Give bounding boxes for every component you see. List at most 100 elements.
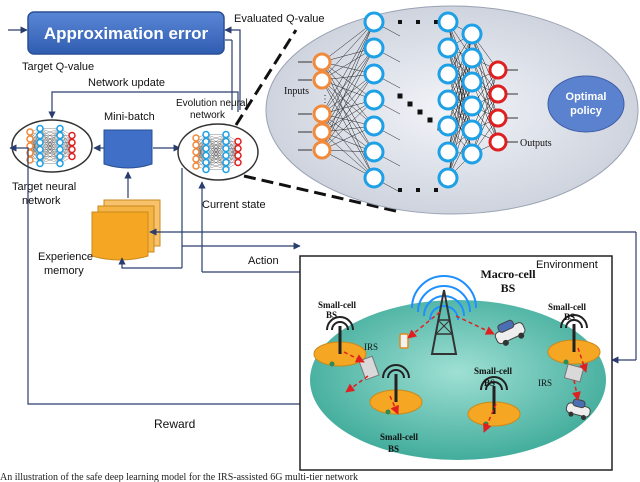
experience-memory	[91, 199, 161, 261]
nn-node	[26, 128, 34, 136]
car-icon	[494, 319, 526, 346]
nn-node	[363, 167, 385, 189]
macro-cell-tower-icon	[411, 275, 477, 355]
nn-node	[234, 137, 242, 146]
nn-node	[202, 151, 210, 160]
user-icon	[385, 409, 391, 415]
nn-node	[68, 138, 76, 147]
nn-node	[202, 158, 210, 167]
nn-node	[202, 144, 210, 153]
macro-cell-label-2: BS	[501, 281, 516, 295]
small-cell-label-d: Small-cell	[380, 432, 418, 442]
nn-node	[488, 84, 508, 104]
nn-node	[36, 145, 44, 154]
small-cell-bs-label-b: BS	[564, 312, 575, 322]
target-neural-network	[11, 119, 93, 173]
nn-node	[312, 52, 332, 72]
nn-node	[192, 162, 200, 170]
optimal-policy-label-1: Optimal	[566, 91, 607, 103]
nn-node	[312, 140, 332, 160]
nn-node	[488, 132, 508, 152]
small-cell-bs-label-c: BS	[484, 378, 495, 388]
irs-label-a: IRS	[364, 342, 378, 352]
svg-text:⋮: ⋮	[320, 94, 330, 105]
evaluated-q-label: Evaluated Q-value	[234, 13, 325, 25]
evolution-nn-label-2: network	[190, 110, 226, 121]
experience-label-2: memory	[44, 265, 84, 277]
nn-node	[363, 11, 385, 33]
nn-node	[56, 159, 64, 168]
small-cell-label-b: Small-cell	[548, 302, 586, 312]
small-cell-label-c: Small-cell	[474, 366, 512, 376]
nn-node	[488, 60, 508, 80]
nn-node	[202, 165, 210, 174]
nn-node	[437, 89, 459, 111]
experience-label-1: Experience	[38, 251, 93, 263]
evolution-neural-network	[177, 123, 259, 181]
nn-node	[192, 141, 200, 149]
user-icon	[329, 361, 335, 367]
target-q-label: Target Q-value	[22, 61, 94, 73]
environment-label: Environment	[536, 259, 598, 271]
nn-node	[437, 141, 459, 163]
nn-node	[437, 115, 459, 137]
nn-node	[222, 130, 230, 139]
target-nn-label-1: Target neural	[12, 181, 76, 193]
nn-node	[56, 145, 64, 154]
expanded-neural-network: ⋮	[265, 5, 639, 215]
small-cell-label-a: Small-cell	[318, 300, 356, 310]
current-state-label: Current state	[202, 199, 266, 211]
approximation-error-box: Approximation error	[27, 11, 225, 55]
nn-node	[68, 152, 76, 161]
irs-label-b: IRS	[538, 378, 552, 388]
nn-node	[461, 71, 483, 93]
nn-node	[222, 158, 230, 167]
nn-node	[437, 11, 459, 33]
nn-node	[363, 141, 385, 163]
nn-node	[56, 152, 64, 161]
mini-batch-icon	[103, 129, 153, 169]
figure-caption: An illustration of the safe deep learnin…	[0, 472, 358, 482]
nn-node	[461, 119, 483, 141]
mini-batch-label: Mini-batch	[104, 111, 155, 123]
nn-node	[312, 122, 332, 142]
optimal-policy-label-2: policy	[570, 105, 603, 117]
evolution-nn-label-1: Evolution neural	[176, 98, 248, 109]
action-label: Action	[248, 255, 279, 267]
nn-node	[202, 137, 210, 146]
nn-node	[234, 144, 242, 153]
nn-node	[222, 165, 230, 174]
nn-node	[363, 115, 385, 137]
small-cell-tower-icon	[382, 364, 410, 402]
network-update-label: Network update	[88, 77, 165, 89]
nn-node	[36, 152, 44, 161]
nn-node	[36, 131, 44, 140]
macro-cell-label-1: Macro-cell	[480, 267, 536, 281]
nn-node	[461, 23, 483, 45]
inputs-label: Inputs	[284, 86, 309, 97]
outputs-label: Outputs	[520, 138, 552, 149]
small-cell-bs-label-d: BS	[388, 444, 399, 454]
car-icon	[565, 398, 591, 421]
nn-node	[222, 151, 230, 160]
nn-node	[363, 63, 385, 85]
nn-node	[461, 143, 483, 165]
nn-node	[56, 131, 64, 140]
nn-node	[312, 70, 332, 90]
nn-node	[437, 37, 459, 59]
nn-node	[222, 137, 230, 146]
nn-node	[363, 37, 385, 59]
reward-label: Reward	[154, 417, 195, 431]
nn-node	[461, 47, 483, 69]
nn-node	[36, 138, 44, 147]
small-cell-bs-label-a: BS	[326, 310, 337, 320]
nn-node	[222, 144, 230, 153]
nn-node	[488, 108, 508, 128]
nn-node	[26, 135, 34, 143]
approximation-error-label: Approximation error	[44, 24, 209, 43]
nn-node	[36, 159, 44, 168]
nn-node	[234, 151, 242, 160]
nn-node	[437, 63, 459, 85]
irs-panel-icon	[563, 363, 585, 383]
